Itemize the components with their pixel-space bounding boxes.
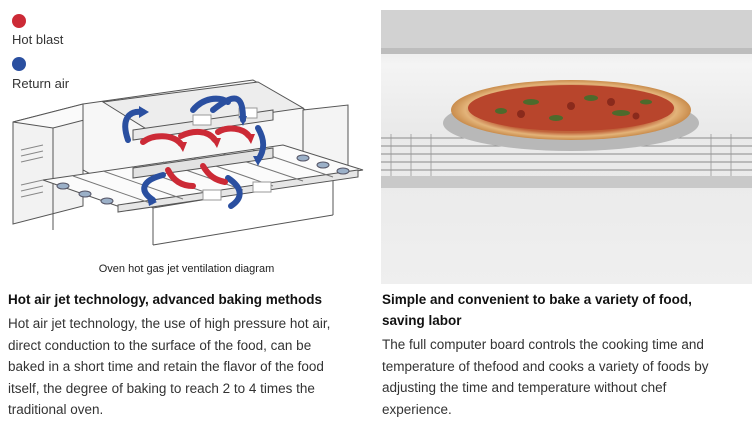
- body-line: direct conduction to the surface of the …: [8, 337, 312, 353]
- body-line: The full computer board controls the coo…: [382, 337, 704, 352]
- pizza-on-conveyor-image: [381, 10, 752, 284]
- conveyor-oven-illustration: [12, 79, 364, 246]
- pizza-oven-photo: [381, 10, 752, 284]
- body-line: experience.: [382, 401, 452, 417]
- return-air-legend-label: Return air: [12, 76, 70, 91]
- hot-blast-legend-label: Hot blast: [12, 32, 64, 47]
- diagram-caption: Oven hot gas jet ventilation diagram: [98, 263, 275, 275]
- body-line: itself, the degree of baking to reach 2 …: [8, 380, 315, 396]
- feature-heading-simple: Simple and convenient to bake a variety …: [382, 289, 752, 331]
- heading-line: saving labor: [382, 313, 462, 328]
- feature-body-simple: The full computer board controls the coo…: [382, 334, 752, 420]
- oven-airflow-diagram: Hot blast Return air: [3, 10, 370, 284]
- feature-body-hot-air: Hot air jet technology, the use of high …: [8, 313, 375, 421]
- body-line: traditional oven.: [8, 402, 104, 417]
- return-air-legend-dot: [12, 57, 26, 71]
- heading-line: Simple and convenient to bake a variety …: [382, 292, 692, 307]
- body-line: Hot air jet technology, the use of high …: [8, 316, 331, 331]
- body-line: temperature of thefood and cooks a varie…: [382, 358, 709, 374]
- body-line: adjusting the time and temperature witho…: [382, 380, 667, 395]
- feature-heading-hot-air: Hot air jet technology, advanced baking …: [8, 292, 323, 307]
- hot-blast-legend-dot: [12, 14, 26, 28]
- body-line: baked in a short time and retain the fla…: [8, 359, 324, 374]
